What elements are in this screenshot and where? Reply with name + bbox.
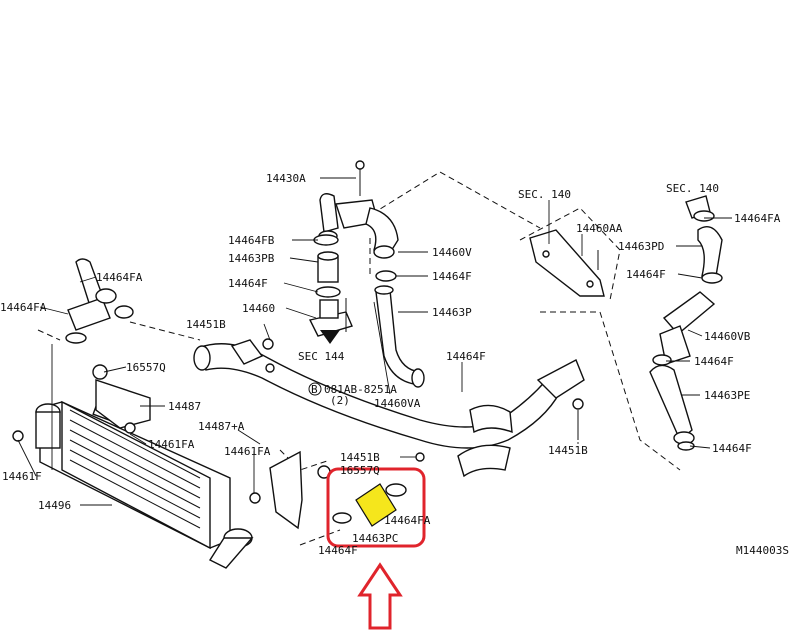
label-14464FA-highlight: 14464FA (384, 514, 431, 527)
label-16557Q-b: 16557Q (340, 464, 380, 477)
label-14464F-b: 14464F (432, 270, 472, 283)
label-14461FA-a: 14461FA (148, 438, 195, 451)
label-14464F-highlight: 14464F (318, 544, 358, 557)
pipe-14463P (374, 270, 425, 388)
label-14464FA-l1: 14464FA (96, 271, 143, 284)
label-14463PB: 14463PB (228, 252, 275, 265)
label-14451B-c: 14451B (340, 451, 380, 464)
label-sec-144: SEC 144 (298, 350, 345, 363)
label-14461F: 14461F (2, 470, 42, 483)
label-14464FB: 14464FB (228, 234, 275, 247)
reference-outlines (37, 171, 681, 546)
label-14464FA-l2: 14464FA (0, 301, 47, 314)
label-14460VB: 14460VB (704, 330, 751, 343)
diagram-code: M144003S (736, 544, 789, 557)
label-14461FA-b: 14461FA (224, 445, 271, 458)
label-14487: 14487 (168, 400, 201, 413)
label-14464F-r1: 14464F (626, 268, 666, 281)
bolts (12, 338, 584, 462)
label-sec-140-mid: SEC. 140 (518, 188, 571, 201)
upper-assembly (318, 160, 399, 259)
highlight-box (326, 467, 426, 548)
label-14451B-b: 14451B (548, 444, 588, 457)
bracket-14487a (249, 450, 331, 530)
label-sec-140-right: SEC. 140 (666, 182, 719, 195)
label-14464F-c: 14464F (446, 350, 486, 363)
bolt-symbol-letter: B (311, 383, 318, 396)
label-14496: 14496 (38, 499, 71, 512)
intercooler (35, 392, 254, 569)
label-14430A: 14430A (266, 172, 306, 185)
label-081AB-8251A: 081AB-8251A (324, 383, 397, 396)
label-14460AA: 14460AA (576, 222, 623, 235)
label-14463PE: 14463PE (704, 389, 750, 402)
label-081AB-qty: (2) (330, 394, 350, 407)
left-hose (65, 258, 134, 344)
label-14460: 14460 (242, 302, 275, 315)
label-14460VA: 14460VA (374, 397, 421, 410)
label-14487A: 14487+A (198, 420, 245, 433)
pipe-14460VA (193, 339, 585, 478)
label-14463PC: 14463PC (352, 532, 398, 545)
label-16557Q: 16557Q (126, 361, 166, 374)
label-14463PD: 14463PD (618, 240, 664, 253)
label-14464F-a: 14464F (228, 277, 268, 290)
bolt-symbol-icon (308, 382, 322, 396)
right-hose-chain (649, 195, 723, 451)
label-14463P: 14463P (432, 306, 472, 319)
label-14451B-a: 14451B (186, 318, 226, 331)
highlight-group (326, 467, 426, 630)
label-14460V: 14460V (432, 246, 472, 259)
part-labels: 14430A 14464FB 14463PB 14464F 14460 1445… (0, 172, 789, 557)
label-14464F-r2: 14464F (694, 355, 734, 368)
bracket-14487 (92, 364, 151, 434)
left-stack (308, 234, 353, 344)
leader-lines (17, 177, 732, 506)
arrow-up-icon (357, 562, 403, 630)
bracket-14460AA (529, 229, 605, 297)
label-14464FA-r: 14464FA (734, 212, 781, 225)
label-14464F-r3: 14464F (712, 442, 752, 455)
hose-14463PC (355, 483, 397, 527)
